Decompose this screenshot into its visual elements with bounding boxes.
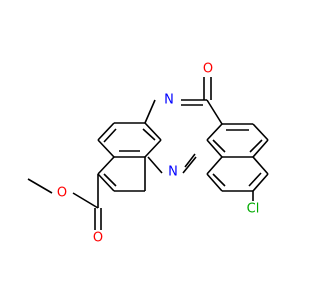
bond-left-ring-3 xyxy=(97,139,115,158)
bond-left-ring-2-inner xyxy=(103,128,117,143)
bond-right-ring-2 xyxy=(252,123,269,141)
atom-labels: O N N Cl O O xyxy=(55,61,265,246)
chemical-structure-diagram: O N N Cl O O xyxy=(27,61,269,246)
bond-right-ring-5 xyxy=(206,139,223,158)
bond-right-lower-2 xyxy=(206,173,223,192)
bond-oxygen-methyl xyxy=(27,178,53,194)
label-bg-imine-nitrogen-top xyxy=(161,92,177,108)
bond-right-lower-2-inner xyxy=(212,173,226,187)
bond-left-ring-6 xyxy=(144,122,162,141)
bond-left-ring-6-inner xyxy=(142,128,156,141)
bond-right-lower-4-inner xyxy=(248,172,262,187)
bond-c11-c11a xyxy=(206,99,223,125)
bond-right-ring-3 xyxy=(252,139,269,158)
label-bg-ester-methoxy-oxygen xyxy=(55,185,69,201)
bond-left-lower-2-inner xyxy=(103,173,117,187)
bond-n-bottom-c5b-double xyxy=(184,153,196,168)
atom-chlorine: Cl xyxy=(247,202,260,217)
bond-right-lower-1 xyxy=(206,156,223,175)
atom-ester-carbonyl-oxygen: O xyxy=(93,231,103,246)
atom-imine-nitrogen-bottom: N xyxy=(168,165,178,180)
bond-right-lower-5 xyxy=(252,156,269,175)
bond-n-bottom-c5b xyxy=(182,156,197,174)
bond-right-lower-4 xyxy=(252,173,269,192)
bond-left-lower-1 xyxy=(97,156,115,175)
label-bg-ester-carbonyl-oxygen xyxy=(91,230,105,246)
bond-ester-carbon-oxygen xyxy=(72,192,99,209)
label-bg-imine-nitrogen-bottom xyxy=(165,164,181,180)
bond-c5a-n-bottom xyxy=(147,156,163,174)
atom-imine-nitrogen-top: N xyxy=(164,93,174,108)
bond-left-ring-5 xyxy=(144,139,162,158)
atom-ester-methoxy-oxygen: O xyxy=(57,186,67,201)
bond-n-top-c4a xyxy=(144,99,156,124)
bond-left-lower-2 xyxy=(97,173,115,192)
label-bg-chlorine xyxy=(241,201,265,217)
bonds xyxy=(27,76,269,231)
atom-ring-carbonyl-oxygen: O xyxy=(203,62,213,77)
label-bg-ring-carbonyl-oxygen xyxy=(201,61,215,77)
bond-right-ring-5-inner xyxy=(212,139,226,153)
bond-left-ring-2 xyxy=(97,122,115,141)
bond-right-ring-6 xyxy=(206,123,223,141)
bond-right-ring-3-inner xyxy=(249,139,263,153)
